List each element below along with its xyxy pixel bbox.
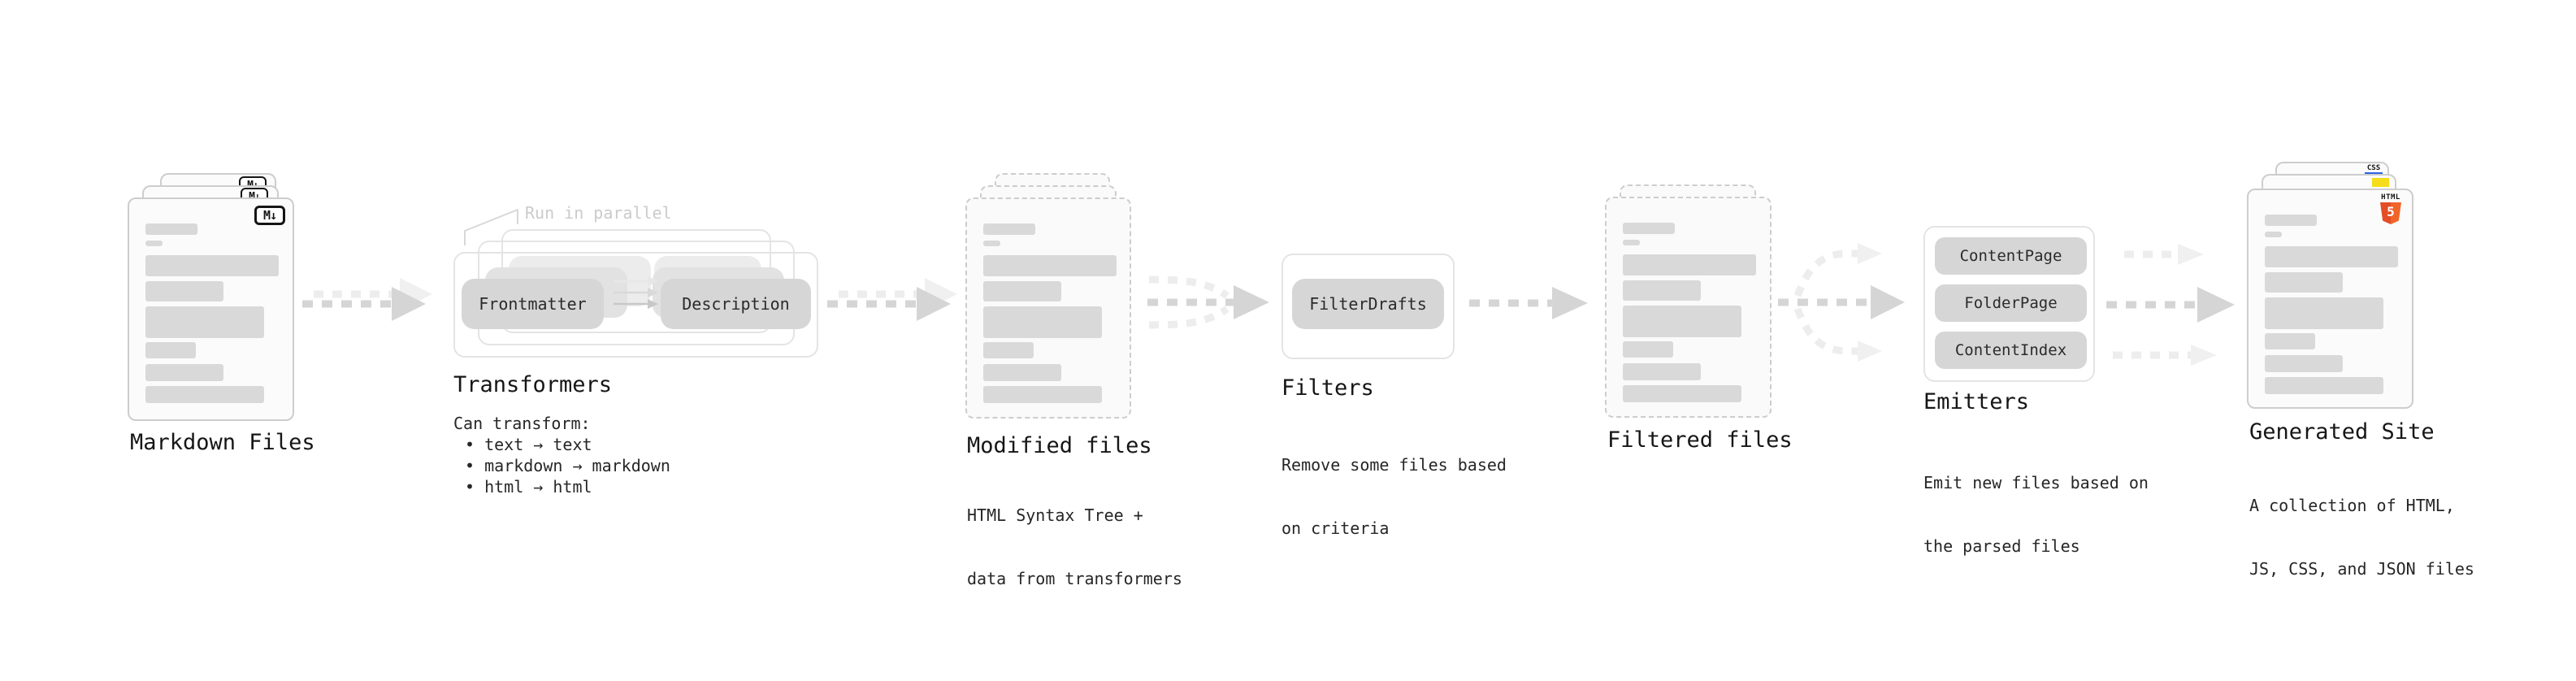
markdown-file-card (128, 197, 294, 421)
html5-shield: 5 (2380, 202, 2401, 224)
transformer-bullet: markdown → markdown (465, 455, 670, 476)
doc-placeholder-line (2265, 355, 2343, 372)
description-line: JS, CSS, and JSON files (2249, 559, 2474, 579)
flow-arrow-markdown-to-transformers (302, 278, 432, 321)
description-line: Remove some files based (1281, 455, 1507, 475)
transformer-instance-box (453, 252, 818, 358)
doc-placeholder-line (2265, 272, 2343, 293)
doc-placeholder-line (145, 364, 223, 381)
flow-arrows-emitters-to-site (2106, 244, 2235, 366)
emitter-pill-contentpage: ContentPage (1935, 237, 2087, 275)
transformer-bullet: text → text (465, 434, 670, 455)
transformers-bullet-list: text → text markdown → markdown html → h… (465, 434, 670, 497)
modified-files-label: Modified files (967, 433, 1152, 458)
doc-placeholder-line (145, 342, 196, 358)
modified-files-description: HTML Syntax Tree + data from transformer… (967, 462, 1182, 631)
flow-arrow-transformers-to-modified (827, 278, 957, 321)
doc-placeholder-line (2265, 246, 2398, 267)
transformer-pill-arrows-icon (614, 276, 658, 309)
generated-site-card-html (2247, 189, 2413, 409)
run-in-parallel-annotation: Run in parallel (525, 203, 672, 223)
doc-placeholder-line (1623, 223, 1675, 234)
doc-placeholder-line (983, 342, 1034, 358)
doc-placeholder-line (983, 306, 1102, 338)
doc-placeholder-line (2265, 333, 2315, 349)
filtered-files-label: Filtered files (1607, 427, 1793, 453)
doc-placeholder-line (983, 241, 1000, 246)
flow-arrow-modified-to-filters-converge (1147, 275, 1269, 329)
doc-placeholder-line (983, 255, 1117, 276)
doc-placeholder-line (2265, 215, 2317, 226)
generated-site-label: Generated Site (2249, 419, 2435, 445)
doc-placeholder-line (983, 364, 1061, 381)
emitters-description: Emit new files based on the parsed files (1923, 430, 2149, 599)
filtered-file-card (1605, 197, 1772, 418)
doc-placeholder-line (1623, 254, 1756, 275)
doc-placeholder-line (983, 281, 1061, 301)
doc-placeholder-line (1623, 341, 1673, 358)
transformer-bullet: html → html (465, 476, 670, 497)
filterdrafts-pill: FilterDrafts (1292, 279, 1444, 329)
js-badge-icon (2372, 178, 2389, 187)
description-line: data from transformers (967, 569, 1182, 588)
doc-placeholder-line (145, 281, 223, 301)
doc-placeholder-line (1623, 363, 1701, 380)
emitter-pill-folderpage: FolderPage (1935, 284, 2087, 322)
description-line: HTML Syntax Tree + (967, 505, 1143, 525)
doc-placeholder-line (1623, 240, 1640, 245)
filters-title: Filters (1281, 375, 1374, 401)
doc-placeholder-line (983, 223, 1035, 235)
run-in-parallel-callout-line (464, 209, 518, 245)
emitters-title: Emitters (1923, 389, 2030, 414)
frontmatter-pill: Frontmatter (462, 279, 604, 329)
description-line: the parsed files (1923, 536, 2080, 556)
markdown-badge-icon: M↓ (254, 206, 285, 225)
transformers-title: Transformers (453, 372, 613, 397)
description-line: Emit new files based on (1923, 473, 2149, 492)
doc-placeholder-line (1623, 385, 1741, 402)
doc-placeholder-line (2265, 377, 2383, 394)
doc-placeholder-line (145, 386, 264, 403)
modified-file-card (965, 197, 1131, 419)
doc-placeholder-line (2265, 297, 2383, 329)
flow-arrow-filters-to-filtered (1469, 287, 1588, 319)
markdown-files-label: Markdown Files (130, 430, 315, 455)
doc-placeholder-line (145, 306, 264, 338)
description-line: A collection of HTML, (2249, 496, 2455, 515)
css-badge-icon: CSS (2365, 164, 2383, 175)
doc-placeholder-line (145, 255, 279, 276)
doc-placeholder-line (145, 241, 163, 246)
html5-word: HTML (2381, 193, 2400, 202)
doc-placeholder-line (145, 223, 197, 235)
doc-placeholder-line (1623, 306, 1741, 337)
generated-site-description: A collection of HTML, JS, CSS, and JSON … (2249, 453, 2474, 622)
description-pill: Description (661, 279, 811, 329)
doc-placeholder-line (2265, 232, 2282, 237)
flow-arrow-filtered-to-emitters-diverge (1778, 243, 1905, 362)
filters-description: Remove some files based on criteria (1281, 412, 1507, 581)
emitter-pill-contentindex: ContentIndex (1935, 332, 2087, 369)
doc-placeholder-line (983, 386, 1102, 403)
html5-badge-icon: HTML 5 (2380, 193, 2401, 224)
transformers-subtitle: Can transform: (453, 414, 591, 433)
doc-placeholder-line (1623, 280, 1701, 301)
description-line: on criteria (1281, 518, 1390, 538)
